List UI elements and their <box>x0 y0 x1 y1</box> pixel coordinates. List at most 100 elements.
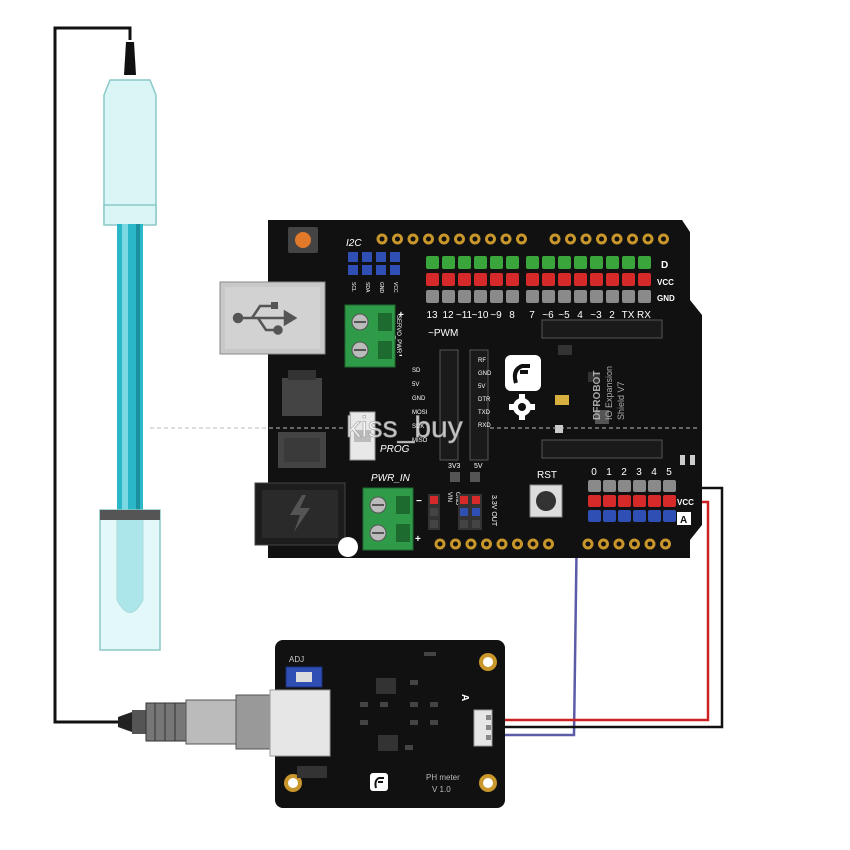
digital-d-pin[interactable] <box>606 256 619 269</box>
i2c-pin[interactable] <box>390 265 400 275</box>
rst-label: RST <box>537 470 557 481</box>
header-hole-center <box>632 541 637 547</box>
digital-gnd-pin[interactable] <box>542 290 555 303</box>
i2c-pin[interactable] <box>376 265 386 275</box>
digital-vcc-pin[interactable] <box>442 273 455 286</box>
digital-gnd-pin[interactable] <box>490 290 503 303</box>
header-hole-center <box>503 236 509 242</box>
digital-d-pin[interactable] <box>526 256 539 269</box>
analog-signal-pin[interactable] <box>603 510 616 522</box>
i2c-pin[interactable] <box>348 252 358 262</box>
analog-gnd-pin[interactable] <box>633 480 646 492</box>
digital-gnd-pin[interactable] <box>622 290 635 303</box>
digital-gnd-pin[interactable] <box>526 290 539 303</box>
digital-vcc-pin[interactable] <box>622 273 635 286</box>
digital-pin-label: ~5 <box>558 310 570 321</box>
watermark: kiss_buy <box>150 411 700 444</box>
digital-pin-label: 7 <box>529 310 535 321</box>
i2c-pin[interactable] <box>362 265 372 275</box>
analog-gnd-pin[interactable] <box>588 480 601 492</box>
dfrobot-logo-icon <box>505 355 541 391</box>
header-hole-center <box>379 236 385 242</box>
header-hole-center <box>488 236 493 242</box>
header-hole-center <box>395 236 400 242</box>
analog-gnd-pin[interactable] <box>603 480 616 492</box>
digital-gnd-pin[interactable] <box>426 290 439 303</box>
analog-vcc-pin[interactable] <box>648 495 661 507</box>
digital-gnd-pin[interactable] <box>638 290 651 303</box>
analog-vcc-pin[interactable] <box>633 495 646 507</box>
watermark-text: kiss_buy <box>346 411 463 444</box>
analog-gnd-pin[interactable] <box>663 480 676 492</box>
digital-gnd-pin[interactable] <box>474 290 487 303</box>
digital-gnd-pin[interactable] <box>558 290 571 303</box>
digital-d-pin[interactable] <box>590 256 603 269</box>
header-hole-center <box>614 236 620 242</box>
digital-gnd-pin[interactable] <box>574 290 587 303</box>
adj-potentiometer[interactable] <box>285 666 323 688</box>
digital-d-pin[interactable] <box>426 256 439 269</box>
digital-vcc-pin[interactable] <box>542 273 555 286</box>
digital-d-pin[interactable] <box>638 256 651 269</box>
digital-gnd-pin[interactable] <box>590 290 603 303</box>
i2c-pin[interactable] <box>362 252 372 262</box>
analog-signal-pin[interactable] <box>618 510 631 522</box>
digital-d-pin[interactable] <box>558 256 571 269</box>
gear-icon <box>509 394 535 420</box>
digital-d-pin[interactable] <box>542 256 555 269</box>
digital-gnd-pin[interactable] <box>506 290 519 303</box>
digital-vcc-pin[interactable] <box>506 273 519 286</box>
digital-d-pin[interactable] <box>506 256 519 269</box>
spi-pin-label: MOSI <box>412 410 428 416</box>
i2c-pin[interactable] <box>376 252 386 262</box>
analog-vcc-pin[interactable] <box>588 495 601 507</box>
analog-vcc-label: VCC <box>677 498 694 507</box>
digital-pin-label: 12 <box>442 310 454 321</box>
analog-signal-pin[interactable] <box>588 510 601 522</box>
bottom-header-left <box>434 538 554 550</box>
i2c-pin[interactable] <box>390 252 400 262</box>
digital-d-pin[interactable] <box>490 256 503 269</box>
header-hole-center <box>453 541 458 547</box>
analog-signal-pin[interactable] <box>663 510 676 522</box>
i2c-pin[interactable] <box>348 265 358 275</box>
digital-vcc-pin[interactable] <box>474 273 487 286</box>
digital-gnd-pin[interactable] <box>606 290 619 303</box>
analog-vcc-pin[interactable] <box>603 495 616 507</box>
digital-gnd-pin[interactable] <box>442 290 455 303</box>
analog-vcc-pin[interactable] <box>618 495 631 507</box>
header-hole-center <box>645 236 651 242</box>
digital-d-pin[interactable] <box>474 256 487 269</box>
reset-button[interactable] <box>529 484 563 518</box>
digital-gnd-pin[interactable] <box>458 290 471 303</box>
digital-vcc-pin[interactable] <box>574 273 587 286</box>
digital-vcc-pin[interactable] <box>606 273 619 286</box>
digital-d-pin[interactable] <box>574 256 587 269</box>
header-hole-center <box>546 541 551 547</box>
i2c-pin-label: SCL <box>350 282 356 292</box>
digital-vcc-pin[interactable] <box>526 273 539 286</box>
prog-switch[interactable] <box>349 411 376 461</box>
vin-label: VIN <box>446 492 452 502</box>
analog-signal-pin[interactable] <box>648 510 661 522</box>
digital-d-pin[interactable] <box>442 256 455 269</box>
digital-vcc-pin[interactable] <box>558 273 571 286</box>
usb-icon <box>232 302 298 335</box>
top-header-right <box>549 233 669 245</box>
digital-vcc-pin[interactable] <box>490 273 503 286</box>
analog-vcc-pin[interactable] <box>663 495 676 507</box>
digital-pin-label: ~3 <box>590 310 602 321</box>
digital-vcc-pin[interactable] <box>426 273 439 286</box>
digital-vcc-pin[interactable] <box>638 273 651 286</box>
analog-gnd-pin[interactable] <box>618 480 631 492</box>
digital-d-pin[interactable] <box>458 256 471 269</box>
digital-vcc-pin[interactable] <box>590 273 603 286</box>
digital-d-pin[interactable] <box>622 256 635 269</box>
analog-gnd-pin[interactable] <box>648 480 661 492</box>
digital-vcc-pin[interactable] <box>458 273 471 286</box>
pwr-plus: + <box>415 534 421 545</box>
analog-signal-pin[interactable] <box>633 510 646 522</box>
digital-pin-label: ~11 <box>456 310 473 321</box>
i2c-label: I2C <box>346 238 362 249</box>
